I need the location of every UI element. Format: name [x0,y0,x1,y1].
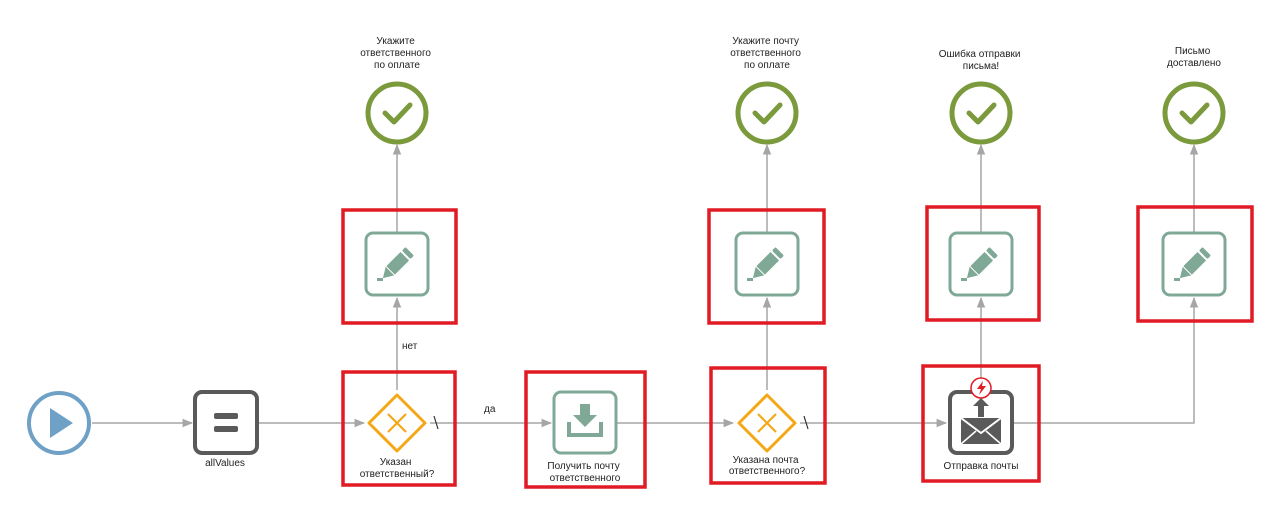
gateway2-label: Указана почта ответственного? [729,455,806,477]
gateway2-label-line-1: Указана почта [733,455,799,466]
end2-label-line-1: Укажите почту [732,36,799,47]
x-icon [387,413,407,433]
flow-label-yes: да [484,404,496,415]
pencil-icon [382,247,414,279]
end1-label-line-3: по оплате [374,60,420,71]
end3-label: Ошибка отправки письма! [939,48,1024,72]
end-event-4[interactable] [1162,81,1226,145]
end-event-3[interactable] [949,81,1013,145]
end-event-2[interactable] [735,81,799,145]
edit-task-2[interactable] [734,231,800,297]
highlight-frame-edit3 [925,205,1041,322]
edit-task-4[interactable] [1161,231,1227,297]
assign-task-label: allValues [205,458,245,469]
pencil-icon [966,247,998,279]
get-email-label-line-2: ответственного [550,473,621,484]
highlight-frame-send-mail [921,364,1041,483]
highlight-frame-edit1 [341,208,458,325]
error-boundary-event[interactable] [970,377,992,399]
default-flow-marker-2 [803,415,809,430]
end1-label-line-1: Укажите [376,36,415,47]
end2-label-line-3: по оплате [744,60,790,71]
end4-label-line-1: Письмо [1175,46,1211,57]
x-icon [757,413,777,433]
default-flow-markers [433,415,809,430]
play-icon [50,408,73,438]
end1-label: Укажите ответственного по оплате [360,36,434,71]
gateway-email-specified[interactable] [737,393,797,453]
check-icon [752,102,783,125]
gateway1-label-line-1: Указан [380,457,412,468]
flow-label-no: нет [402,341,418,352]
assign-task[interactable] [193,390,259,455]
end1-label-line-2: ответственного [360,48,431,59]
edit-task-3[interactable] [948,231,1014,297]
highlight-frame-gateway2 [709,366,827,485]
highlight-frame-gateway1 [341,370,457,487]
download-icon [567,404,603,437]
end-event-1[interactable] [365,81,429,145]
check-icon [382,102,413,125]
end3-label-line-2: письма! [963,61,999,72]
end2-label-line-2: ответственного [730,48,801,59]
envelope-icon [960,398,1002,445]
default-flow-marker-1 [433,415,439,430]
get-email-label-line-1: Получить почту [547,461,619,472]
pencil-icon [752,247,784,279]
send-mail-label: Отправка почты [944,461,1019,472]
pencil-icon [1179,247,1211,279]
end3-label-line-1: Ошибка отправки [939,48,1021,60]
get-email-task[interactable] [552,390,618,455]
check-icon [1179,102,1210,125]
end2-label: Укажите почту ответственного по оплате [730,36,804,71]
edit-task-1[interactable] [364,231,430,297]
end4-label-line-2: доставлено [1167,58,1221,69]
highlight-frame-edit4 [1136,205,1254,323]
highlight-frame-edit2 [707,208,826,325]
get-email-label: Получить почту ответственного [547,461,622,484]
equals-icon [214,413,238,432]
start-event[interactable] [27,391,91,455]
highlight-frame-get-email [524,370,647,489]
sequence-flows [92,143,1199,428]
gateway2-label-line-2: ответственного? [729,466,806,477]
gateway-responsible-specified[interactable] [367,393,427,453]
send-mail-task[interactable] [948,390,1014,455]
flow-send-mail-to-edit4[interactable] [1014,296,1199,424]
gateway1-label-line-2: ответственный? [360,469,435,480]
check-icon [966,102,997,125]
gateway1-label: Указан ответственный? [360,457,435,480]
end4-label: Письмо доставлено [1167,46,1221,69]
lightning-icon [977,381,986,395]
